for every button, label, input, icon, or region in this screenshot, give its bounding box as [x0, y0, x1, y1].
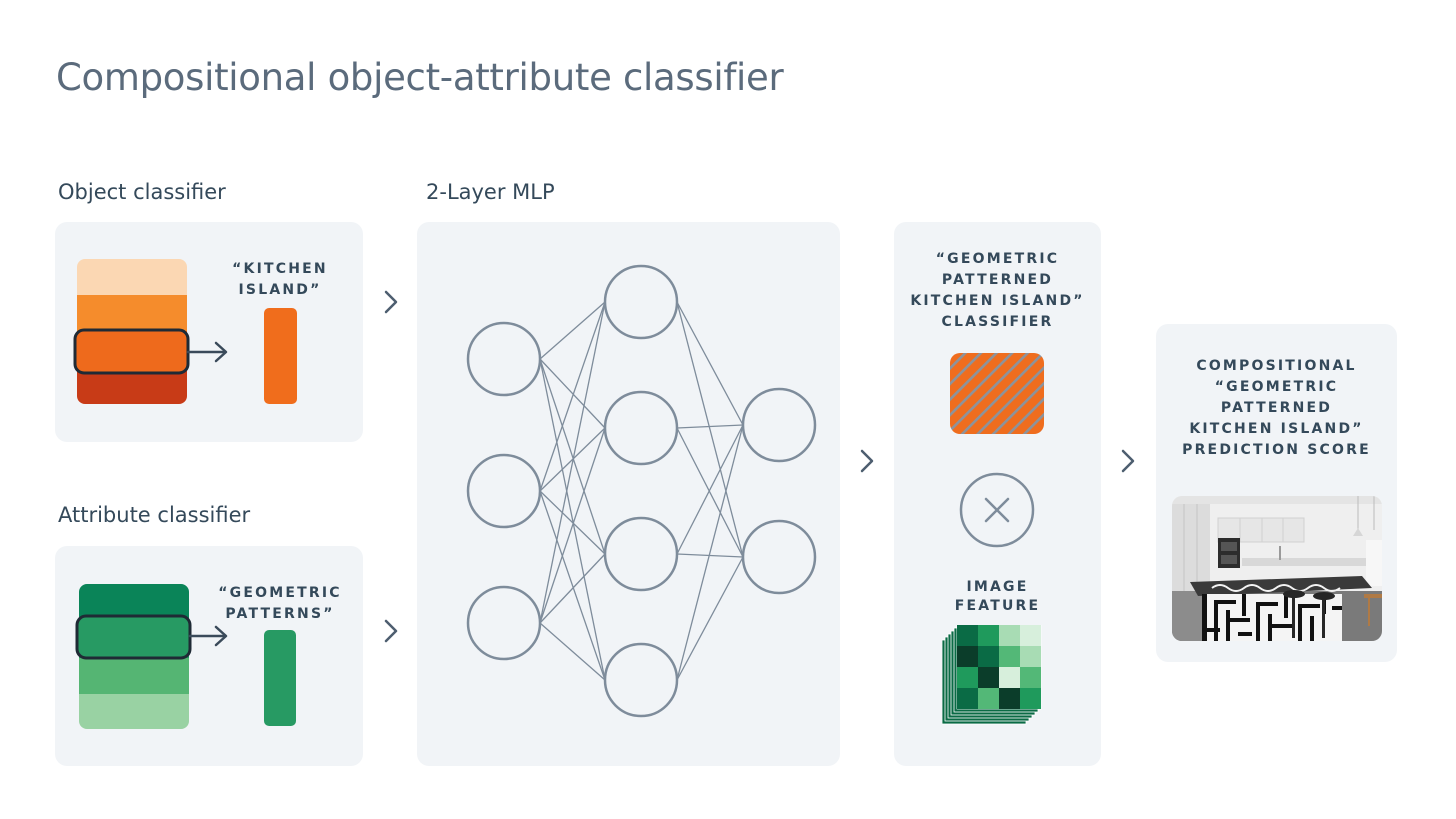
chevron-right-icon [384, 290, 398, 314]
mlp-node-layer-1-3 [466, 585, 542, 661]
mlp-edge [539, 427, 606, 624]
attribute-caption: “GEOMETRIC PATTERNS” [218, 585, 342, 622]
mlp-node-layer-1-1 [466, 321, 542, 397]
mlp-edges [539, 301, 744, 681]
attribute-stack-row-4 [79, 694, 189, 729]
mlp-edge [539, 301, 606, 492]
attribute-arrow-icon [188, 625, 228, 647]
image-feature-stack-icon [942, 625, 1042, 725]
object-classifier-label: Object classifier [58, 180, 226, 204]
object-selection-box [73, 328, 190, 375]
multiply-icon [959, 472, 1035, 548]
image-feature-caption: IMAGE FEATURE [954, 579, 1041, 614]
mlp-node-layer-1-2 [466, 453, 542, 529]
object-arrow-icon [186, 341, 228, 363]
attribute-selection-box [75, 614, 192, 660]
attribute-classifier-graphic [75, 584, 296, 729]
mlp-edge [676, 553, 744, 558]
chevron-right-icon [384, 619, 398, 643]
attribute-classifier-label: Attribute classifier [58, 503, 251, 527]
mlp-nodes [466, 264, 817, 718]
object-stack-row-1 [77, 259, 187, 295]
mlp-panel [417, 222, 840, 766]
result-caption: COMPOSITIONAL “GEOMETRIC PATTERNED KITCH… [1182, 358, 1371, 458]
mlp-edge [539, 622, 606, 681]
mlp-node-layer-2-3 [603, 516, 679, 592]
object-output-bar [264, 308, 297, 404]
chevron-right-icon [860, 449, 874, 473]
patterned-classifier-icon [950, 353, 1044, 434]
mlp-node-layer-3-1 [741, 387, 817, 463]
mlp-edge [539, 301, 606, 360]
composite-caption: “GEOMETRIC PATTERNED KITCHEN ISLAND” CLA… [910, 251, 1085, 330]
mlp-network-graphic [466, 264, 817, 718]
mlp-edge [539, 358, 606, 555]
mlp-edge [676, 424, 744, 429]
attribute-stack-row-1 [79, 584, 189, 620]
mlp-edge [539, 490, 606, 555]
feature-layer [956, 625, 1042, 710]
mlp-node-layer-2-2 [603, 390, 679, 466]
mlp-edge [676, 556, 744, 681]
mlp-edge [539, 553, 606, 624]
mlp-edge [539, 358, 606, 681]
mlp-edge [676, 301, 744, 426]
mlp-node-layer-2-4 [603, 642, 679, 718]
mlp-label: 2-Layer MLP [426, 180, 555, 204]
object-caption: “KITCHEN ISLAND” [232, 261, 328, 298]
mlp-edge [539, 301, 606, 624]
kitchen-photo [1172, 496, 1382, 641]
attribute-classifier-panel: “GEOMETRIC PATTERNS” [55, 546, 363, 766]
mlp-edge [676, 424, 744, 681]
result-panel: COMPOSITIONAL “GEOMETRIC PATTERNED KITCH… [1156, 324, 1397, 662]
mlp-node-layer-3-2 [741, 519, 817, 595]
attribute-output-bar [264, 630, 296, 726]
attribute-stack-row-3 [79, 658, 189, 694]
object-classifier-graphic [73, 259, 297, 404]
chevron-right-icon [1121, 449, 1135, 473]
page-title: Compositional object-attribute classifie… [56, 56, 784, 99]
composite-classifier-panel: “GEOMETRIC PATTERNED KITCHEN ISLAND” CLA… [894, 222, 1101, 766]
mlp-edge [676, 424, 744, 555]
mlp-node-layer-2-1 [603, 264, 679, 340]
object-classifier-panel: “KITCHEN ISLAND” [55, 222, 363, 442]
mlp-edge [676, 301, 744, 558]
mlp-edge [539, 358, 606, 429]
mlp-edge [539, 490, 606, 681]
mlp-edge [676, 427, 744, 558]
object-stack-row-2 [77, 295, 187, 331]
